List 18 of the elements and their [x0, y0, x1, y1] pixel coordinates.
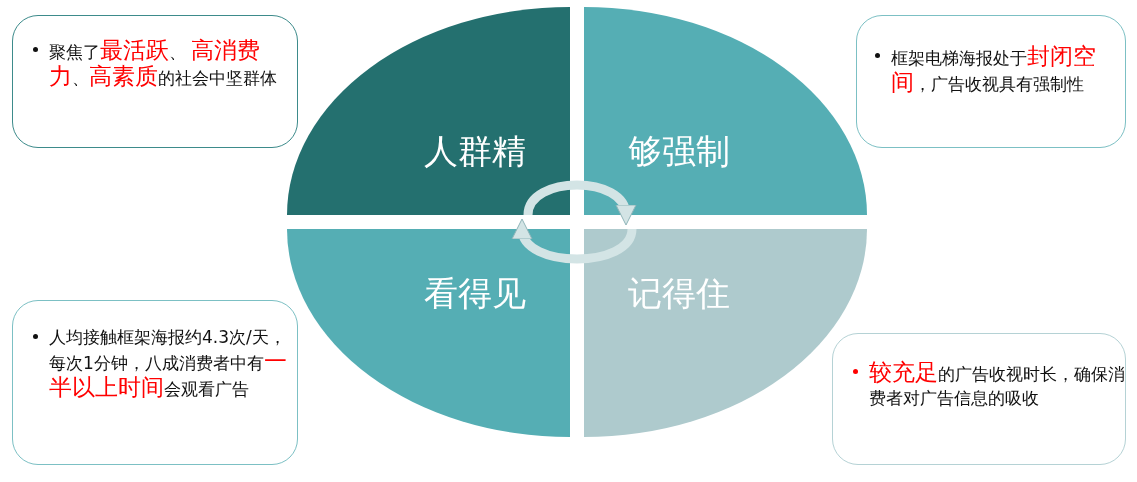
quadrant-label: 记得住: [628, 273, 730, 313]
bullet-text: 框架电梯海报处于封闭空间，广告收视具有强制性: [875, 44, 1123, 96]
quadrant-label: 够强制: [628, 131, 730, 171]
bullet-text: 较充足的广告收视时长，确保消费者对广告信息的吸收: [853, 360, 1125, 410]
quadrant-label: 人群精: [424, 131, 526, 171]
cycle-arrow: [514, 218, 637, 264]
quadrant-shape: [287, 7, 570, 215]
quadrant-shape: [584, 7, 867, 215]
quadrant-shape: [584, 229, 867, 437]
bullet-text: 聚焦了最活跃、 高消费力、高素质的社会中坚群体: [33, 38, 295, 90]
callout-box: [856, 15, 1126, 148]
callout-box: [12, 15, 298, 148]
quadrant-label: 看得见: [424, 273, 526, 313]
bullet-text: 人均接触框架海报约4.3次/天，每次1分钟，八成消费者中有一半以上时间会观看广告: [33, 325, 295, 401]
callout-box: [832, 333, 1126, 465]
quadrant-shape: [287, 229, 570, 437]
cycle-arrow: [523, 180, 635, 226]
callout-box: [12, 300, 298, 465]
